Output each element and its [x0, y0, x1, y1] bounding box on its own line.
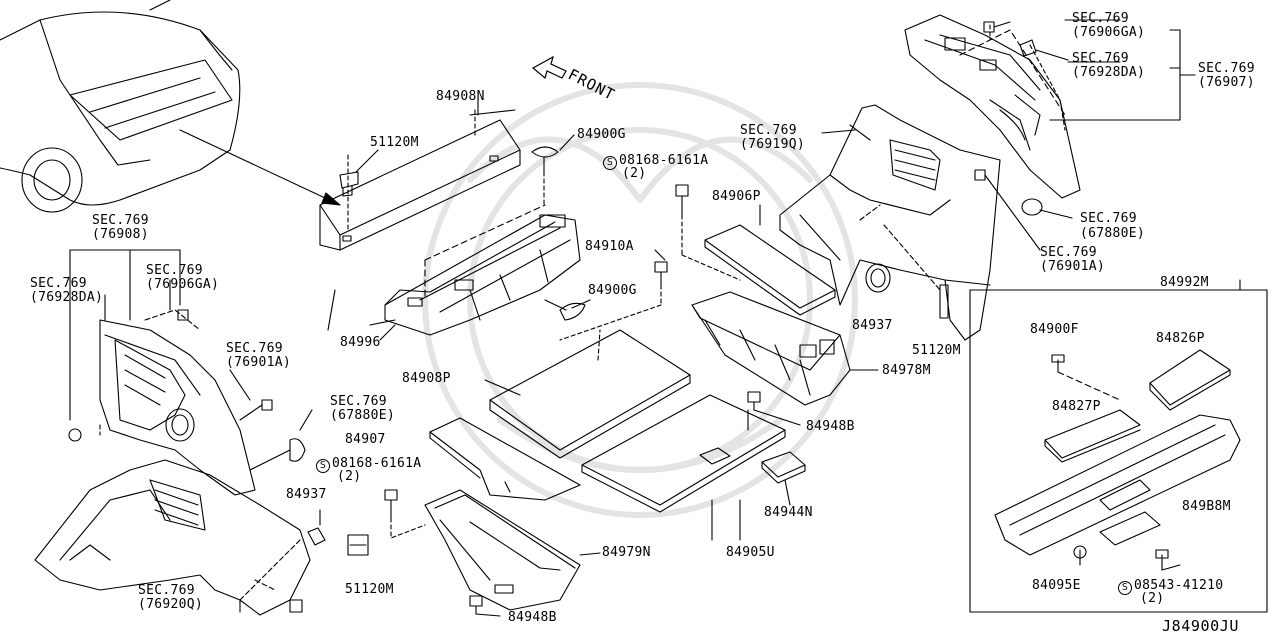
label-sec-769: SEC.769	[330, 394, 387, 409]
label-76928da: (76928DA)	[30, 290, 104, 305]
label-sec-769: SEC.769	[138, 583, 195, 598]
label-76920q: (76920Q)	[138, 597, 204, 612]
label-84095e: 84095E	[1032, 578, 1081, 593]
label-sec-769: SEC.769	[1072, 11, 1129, 26]
label-76901a: (76901A)	[1040, 259, 1106, 274]
front-arrow	[531, 55, 567, 80]
label-84900g: 84900G	[577, 127, 626, 142]
part-84948b-clip-bottom	[469, 595, 501, 617]
s-circle-icon: S	[316, 459, 330, 473]
label-quantity: (2)	[622, 166, 647, 181]
label-76907: (76907)	[1198, 75, 1255, 90]
sec-769-76907-bracket	[1049, 29, 1196, 121]
part-84905u-board	[581, 394, 786, 541]
label-51120m: 51120M	[370, 135, 419, 150]
watermark-crest	[422, 82, 858, 518]
part-84979n-tray	[424, 489, 601, 611]
s-circle-icon: S	[1118, 581, 1132, 595]
label-51120m: 51120M	[912, 343, 961, 358]
label-84827p: 84827P	[1052, 399, 1101, 414]
label-84937: 84937	[286, 487, 327, 502]
part-76919q-side-trim	[779, 104, 1001, 341]
label-76908: (76908)	[92, 227, 149, 242]
label-sec-769: SEC.769	[146, 263, 203, 278]
label-84944n: 84944N	[764, 505, 813, 520]
label-sec-769: SEC.769	[30, 276, 87, 291]
label-67880e: (67880E)	[330, 408, 396, 423]
label-84907: 84907	[345, 432, 386, 447]
part-84907-board	[429, 417, 581, 501]
label-76919q: (76919Q)	[740, 137, 806, 152]
label-84900f: 84900F	[1030, 322, 1079, 337]
part-08168-bolt-left	[384, 489, 426, 539]
label-sec-769: SEC.769	[226, 341, 283, 356]
part-76901a-screw-right	[974, 169, 1041, 251]
part-84906p-cover	[704, 204, 836, 316]
label-84948b: 84948B	[806, 419, 855, 434]
label-84978m: 84978M	[882, 363, 931, 378]
label-84900g: 84900G	[588, 283, 637, 298]
label-849b8m: 849B8M	[1182, 499, 1231, 514]
label-84910a: 84910A	[585, 239, 634, 254]
part-84948b-clip-mid	[747, 391, 801, 426]
part-67880e-clip-right	[1021, 198, 1073, 219]
label-84905u: 84905U	[726, 545, 775, 560]
label-84979n: 84979N	[602, 545, 651, 560]
part-84900g-clip	[531, 134, 575, 206]
part-51120m-clip-top	[339, 149, 379, 197]
part-84908p-board	[484, 329, 691, 459]
label-84908p: 84908P	[402, 371, 451, 386]
label-84908n: 84908N	[436, 89, 485, 104]
label-84826p: 84826P	[1156, 331, 1205, 346]
part-08168-bolt-top	[675, 184, 741, 281]
part-76907-upper-trim	[904, 14, 1081, 199]
label-84992m: 84992M	[1160, 275, 1209, 290]
s-circle-icon: S	[603, 156, 617, 170]
part-84908n-board	[319, 109, 521, 251]
part-84944n-pad	[761, 451, 806, 506]
vehicle-outline	[0, 0, 341, 213]
label-quantity: (2)	[337, 469, 362, 484]
part-84910a-clip	[559, 249, 668, 341]
label-84937: 84937	[852, 318, 893, 333]
label-sec-769: SEC.769	[740, 123, 797, 138]
leader-lines	[104, 19, 1121, 526]
label-76906ga: (76906GA)	[146, 277, 220, 292]
label-sec-769: SEC.769	[1080, 211, 1137, 226]
inset-box-84992m	[969, 279, 1268, 613]
label-76928da: (76928DA)	[1072, 65, 1146, 80]
label-67880e: (67880E)	[1080, 226, 1146, 241]
part-76928da-clip-top	[1019, 39, 1069, 61]
label-sec-769: SEC.769	[92, 213, 149, 228]
label-sec-769: SEC.769	[1198, 61, 1255, 76]
label-76901a: (76901A)	[226, 355, 292, 370]
part-76906ga-clip-top	[983, 21, 1011, 33]
part-84978m-tray	[691, 291, 879, 406]
label-84906p: 84906P	[712, 189, 761, 204]
part-84996-tray	[369, 204, 591, 336]
diagram-code: J84900JU	[1162, 617, 1240, 635]
label-quantity: (2)	[1140, 591, 1165, 606]
label-sec-769: SEC.769	[1040, 245, 1097, 260]
label-84996: 84996	[340, 335, 381, 350]
label-sec-769: SEC.769	[1072, 51, 1129, 66]
label-84948b: 84948B	[508, 610, 557, 625]
label-51120m: 51120M	[345, 582, 394, 597]
part-76920q-left-lower-trim	[34, 459, 369, 616]
label-76906ga: (76906GA)	[1072, 25, 1146, 40]
part-76908-left-trim	[68, 249, 306, 496]
